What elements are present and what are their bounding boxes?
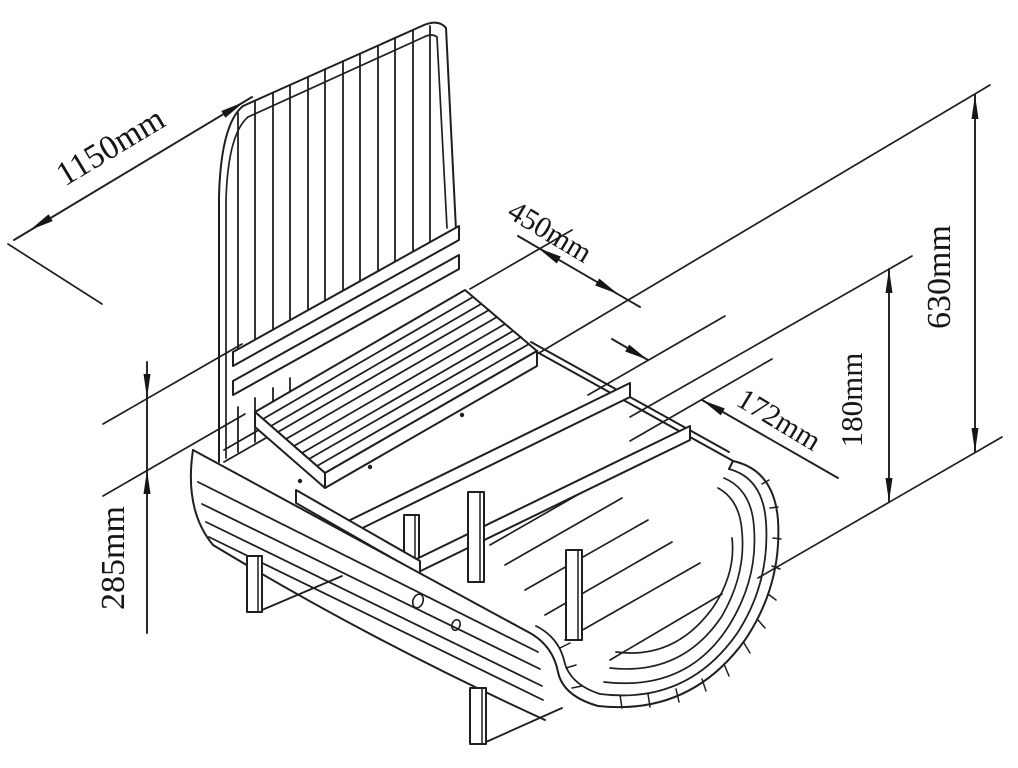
backrest-panel xyxy=(218,21,457,463)
screw-dots xyxy=(297,412,465,484)
extension-line xyxy=(102,413,246,497)
arrowhead xyxy=(30,214,53,230)
dimension-label-beam-gap: 172mm xyxy=(731,382,827,458)
ground-line-left xyxy=(261,575,343,611)
extension-line xyxy=(587,315,726,396)
arrowhead xyxy=(625,344,648,360)
bow-outer-rim xyxy=(529,460,780,709)
arrowhead xyxy=(971,95,979,119)
extension-line xyxy=(629,358,773,442)
panel-right-edge xyxy=(445,27,457,231)
dimension-panel-width: 1150mm xyxy=(7,96,253,305)
dimension-line xyxy=(517,235,641,308)
hull-rim-left xyxy=(192,449,531,634)
dimension-label-seat-height: 285mm xyxy=(95,506,132,610)
extension-line xyxy=(757,436,1003,579)
arrowhead xyxy=(143,374,151,398)
seat-left-face xyxy=(254,411,326,489)
bow-bent-planks xyxy=(603,477,756,685)
extension-line xyxy=(102,343,243,425)
drain-holes xyxy=(411,593,462,632)
bow-inner-rim xyxy=(535,468,768,697)
dimension-line xyxy=(13,96,253,241)
dimension-label-overall-height: 630mm xyxy=(921,225,958,329)
dimension-wall-height: 180mm xyxy=(629,255,913,503)
legs xyxy=(246,555,563,745)
dimension-seat-depth: 450mm xyxy=(469,194,641,308)
dimension-seat-height: 285mm xyxy=(95,343,246,634)
support-posts xyxy=(467,491,583,641)
arrowhead xyxy=(885,269,893,293)
extension-line xyxy=(538,84,991,354)
arrowhead xyxy=(971,428,979,452)
hull-stern-curve xyxy=(189,449,214,546)
panel-left-edge xyxy=(218,105,244,463)
seat-platform xyxy=(254,289,538,489)
extension-line xyxy=(469,229,573,290)
arrowhead xyxy=(221,102,244,118)
arrowhead xyxy=(885,478,893,502)
dimension-label-panel-width: 1150mm xyxy=(50,100,172,193)
extension-line xyxy=(629,255,913,418)
dimension-line xyxy=(701,399,839,479)
dimension-label-seat-depth: 450mm xyxy=(502,194,598,270)
arrowhead xyxy=(702,400,725,416)
dimension-label-wall-height: 180mm xyxy=(834,353,869,448)
extension-line xyxy=(7,243,103,305)
arrowhead xyxy=(143,470,151,494)
panel-slats xyxy=(237,25,431,350)
hull-planks xyxy=(197,481,544,701)
arrowhead xyxy=(538,248,561,264)
seat-slats xyxy=(262,296,530,467)
dimension-overall-height: 630mm xyxy=(538,84,1003,579)
ground-line-front xyxy=(485,707,563,743)
arrowhead xyxy=(595,278,618,294)
